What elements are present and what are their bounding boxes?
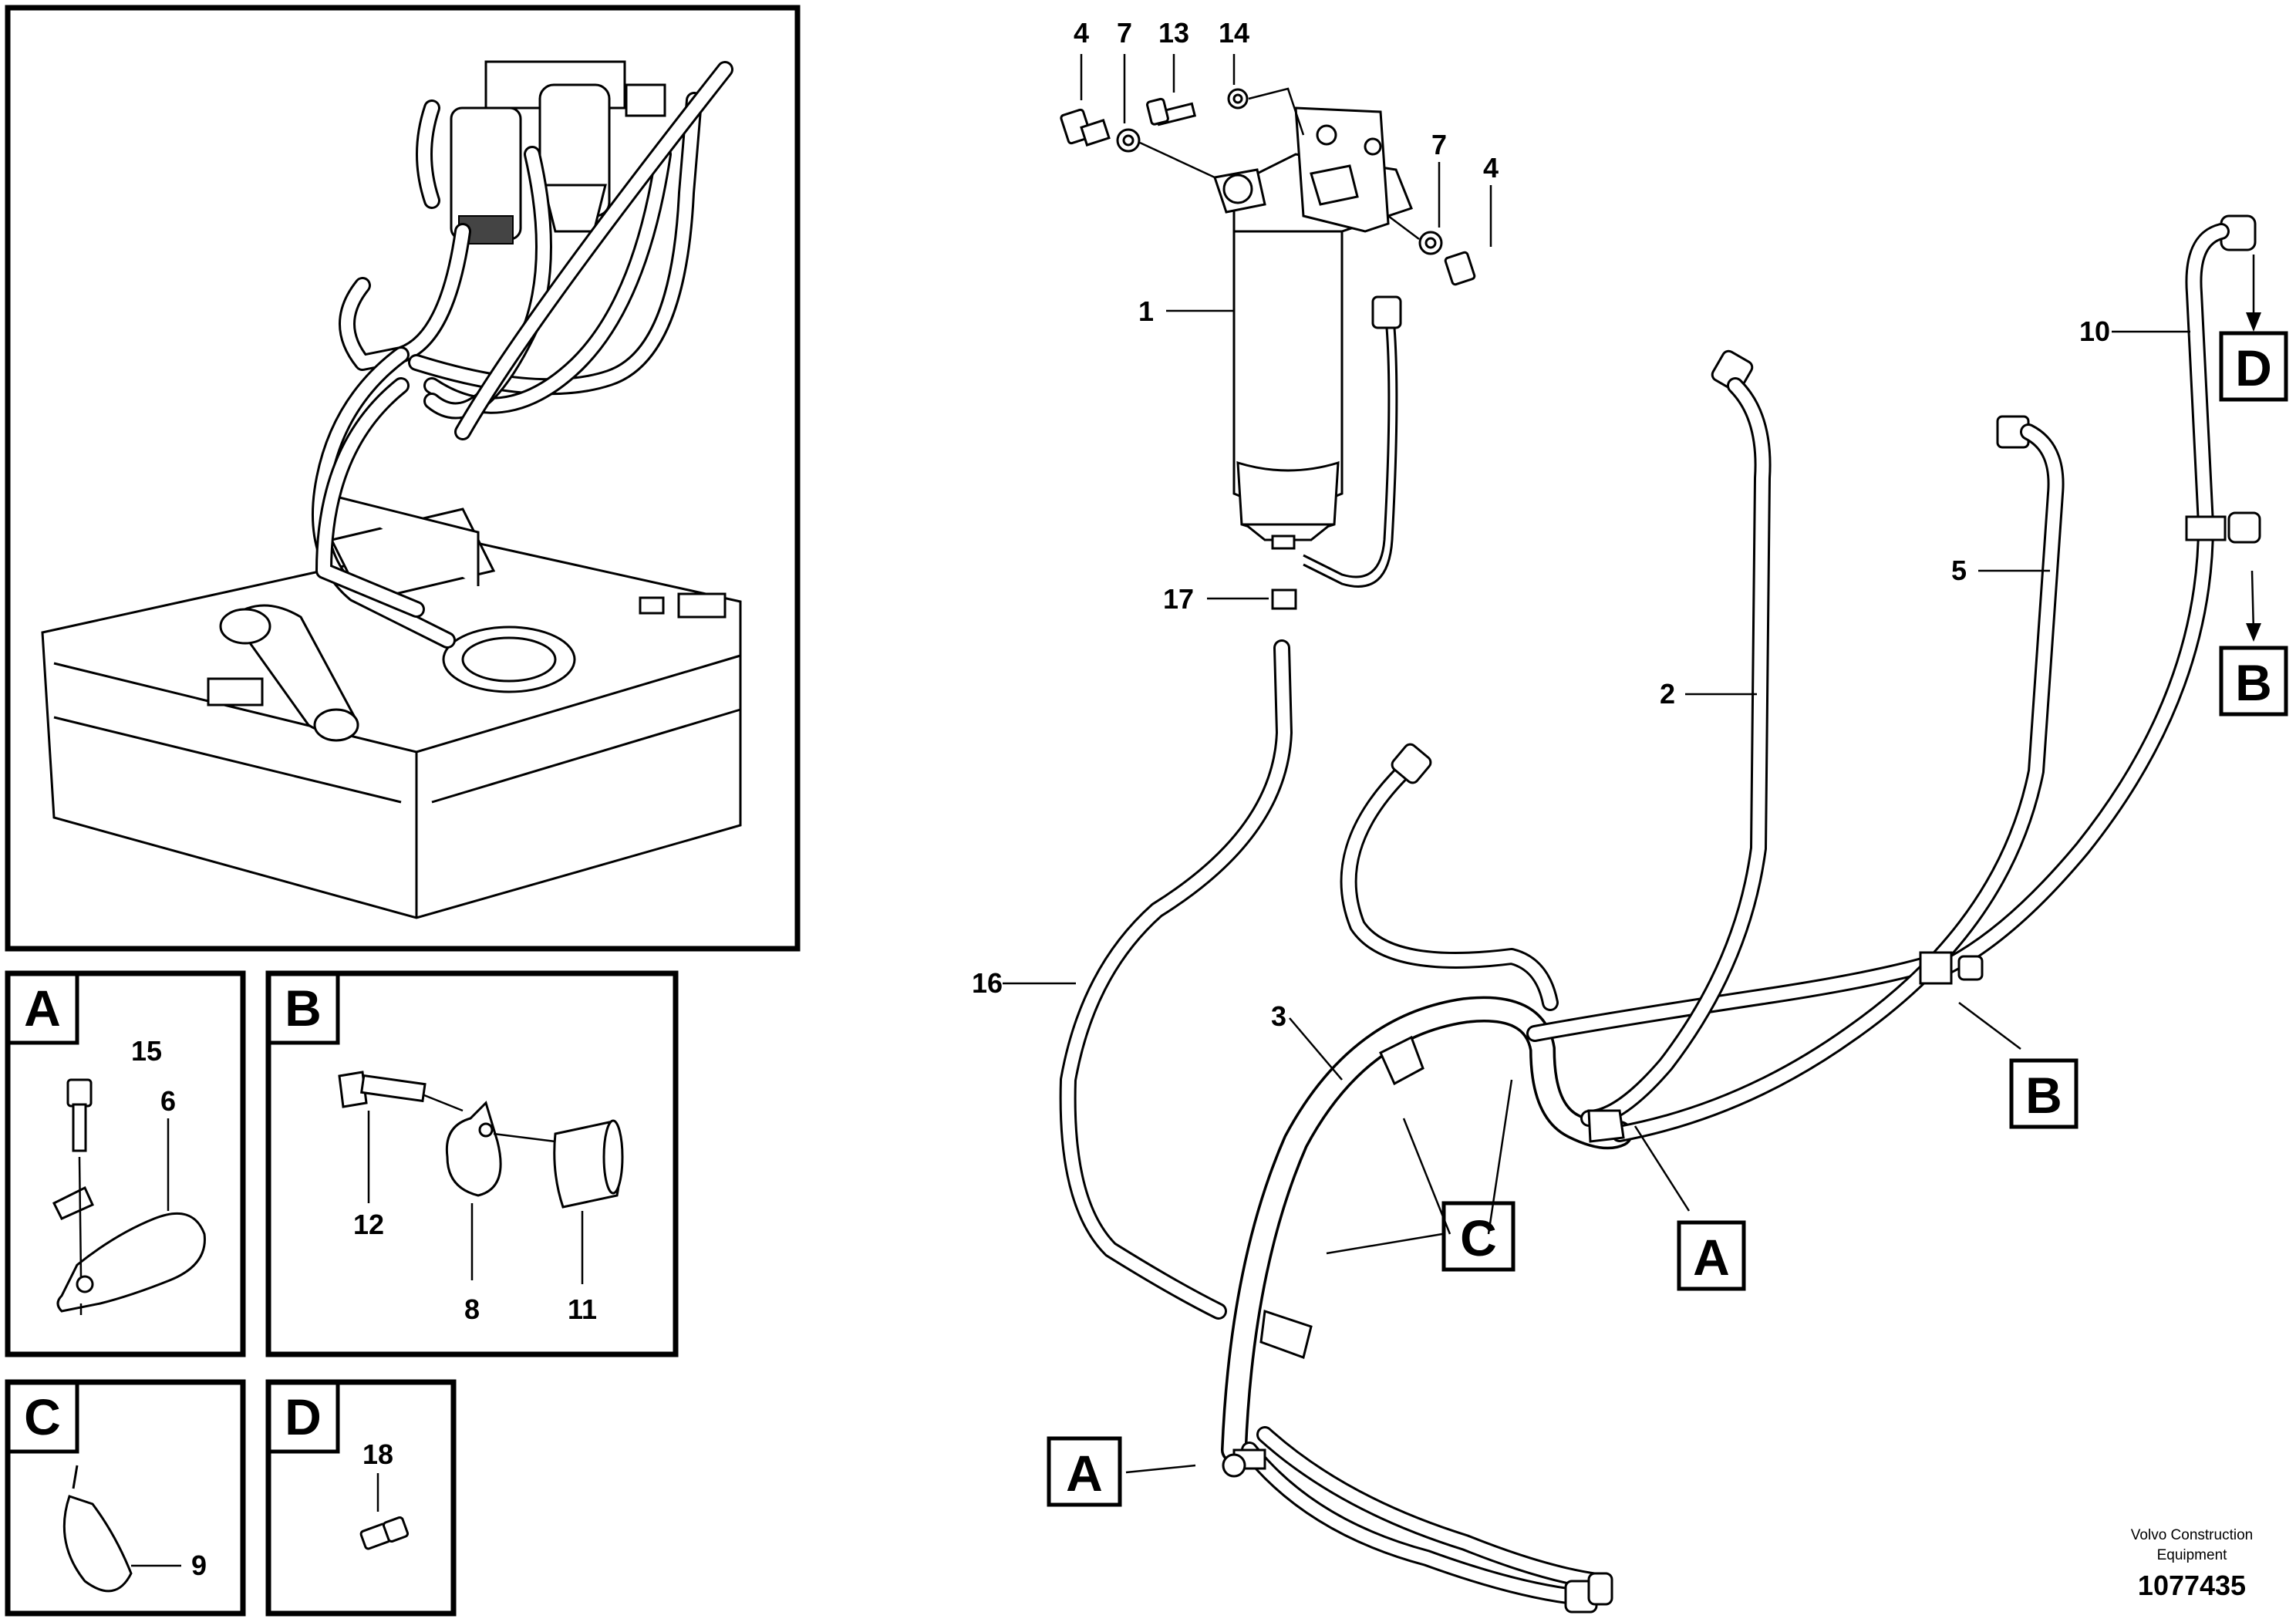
panel-a-letter: A: [24, 980, 61, 1037]
ref-a-low-box: A: [1066, 1445, 1103, 1502]
callout-18: 18: [362, 1438, 393, 1470]
fuel-tank-illustration: [41, 492, 742, 919]
callout-numbers: 4 7 13 14 7 4 1 17 16 2 5 10 3 15 6 12 8…: [131, 17, 2110, 1581]
ref-d-box: D: [2235, 339, 2272, 396]
hose-10: [1919, 214, 2261, 985]
callout-17: 17: [1163, 583, 1194, 615]
panel-b-letter: B: [285, 980, 322, 1037]
fuel-filter-housing: [1213, 106, 1413, 550]
view-letters: A B C D D B B C A A: [24, 339, 2272, 1502]
sensor-cable: [1303, 295, 1402, 588]
callout-7-right: 7: [1431, 129, 1447, 160]
callout-6: 6: [160, 1085, 176, 1117]
credit-line-1: Volvo Construction: [2131, 1527, 2253, 1543]
callout-15: 15: [131, 1035, 162, 1067]
ref-b-upper-box: B: [2235, 654, 2272, 711]
panel-c-letter: C: [24, 1388, 61, 1445]
callout-9: 9: [191, 1549, 207, 1581]
detail-panel-c: [5, 1379, 246, 1617]
callout-12: 12: [353, 1209, 384, 1240]
callout-1: 1: [1138, 295, 1154, 327]
callout-4-left: 4: [1074, 17, 1089, 49]
callout-5: 5: [1951, 555, 1967, 586]
detail-panel-a: [5, 970, 246, 1357]
filter-assembly-illustration: [450, 60, 666, 244]
leader-lines: [1003, 54, 2261, 1474]
callout-11: 11: [568, 1293, 597, 1325]
top-fasteners: [1060, 87, 1476, 286]
drain-hose: [1059, 588, 1297, 1320]
document-number: 1077435: [2138, 1570, 2246, 1601]
callout-3: 3: [1271, 1000, 1286, 1032]
detail-panel-d: [265, 1379, 457, 1617]
ref-c-box: C: [1460, 1209, 1497, 1266]
overview-panel: [5, 5, 801, 952]
ref-b-mid-box: B: [2025, 1067, 2062, 1124]
callout-7-left: 7: [1117, 17, 1132, 49]
callout-14: 14: [1219, 17, 1249, 49]
callout-8: 8: [464, 1293, 480, 1325]
panel-d-letter: D: [285, 1388, 322, 1445]
callout-16: 16: [972, 967, 1003, 999]
footer-credit: Volvo Construction Equipment 1077435: [2131, 1527, 2253, 1601]
credit-line-2: Equipment: [2157, 1547, 2228, 1563]
hose-3-bundle: [1221, 743, 1937, 1614]
callout-13: 13: [1158, 17, 1189, 49]
hose-routing-illustration: [312, 61, 733, 649]
detail-panel-b: [265, 970, 679, 1357]
main-exploded-view: [1059, 87, 2261, 1614]
reference-boxes: [1047, 331, 2288, 1507]
hose-2: [1580, 349, 1772, 1127]
ref-a-mid-box: A: [1693, 1229, 1730, 1286]
callout-2: 2: [1660, 678, 1675, 710]
hose-5: [1587, 415, 2065, 1143]
callout-10: 10: [2079, 315, 2110, 347]
callout-4-right: 4: [1483, 152, 1499, 184]
